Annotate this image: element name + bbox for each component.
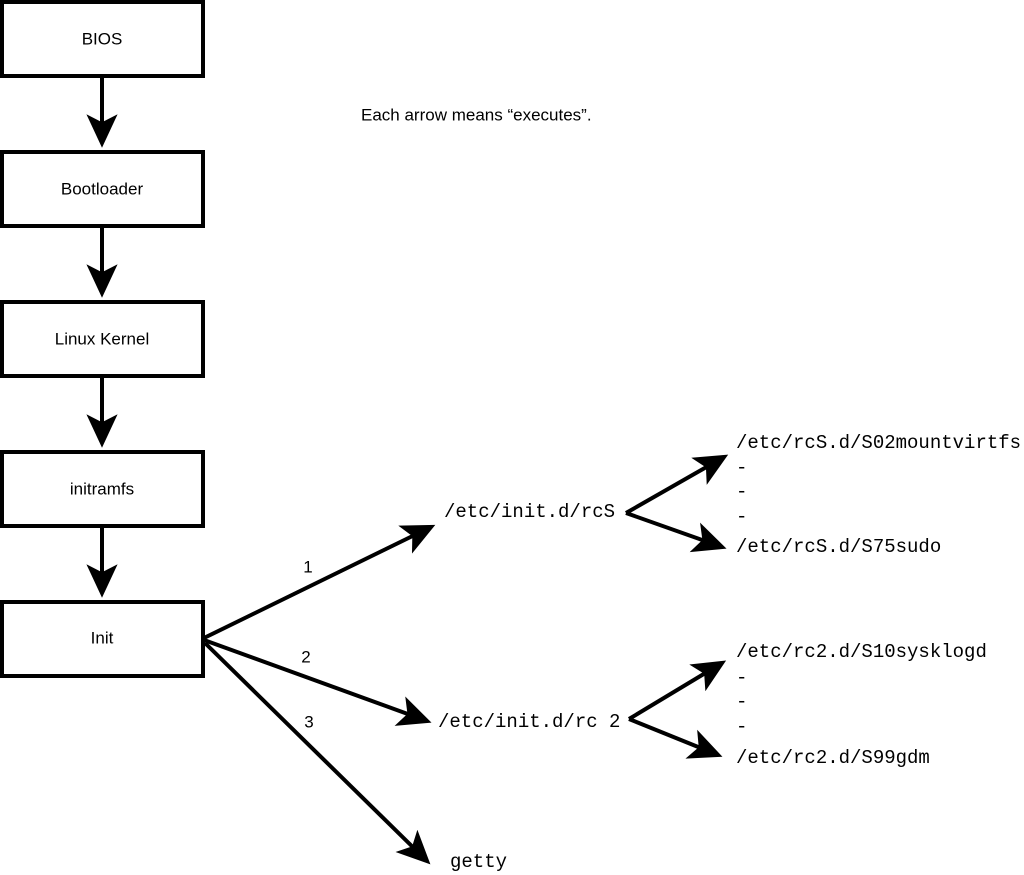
- node-rcs-script-label[interactable]: /etc/init.d/rcS: [444, 501, 615, 523]
- node-init[interactable]: Init: [0, 600, 205, 678]
- edge-number-2: 2: [301, 647, 310, 666]
- node-bios-rect: [0, 0, 205, 78]
- legend-note: Each arrow means “executes”.: [361, 105, 592, 124]
- rc2-ellipsis-dash-2: -: [736, 691, 747, 713]
- edge-init-to-getty: [203, 641, 431, 865]
- node-getty-label[interactable]: getty: [450, 851, 507, 873]
- node-linux-kernel-rect: [0, 300, 205, 378]
- script-rc2-first[interactable]: /etc/rc2.d/S10sysklogd: [736, 641, 987, 663]
- node-init-label: Init: [91, 628, 114, 647]
- rcs-ellipsis-dash-3: -: [736, 506, 747, 528]
- edge-init-to-rcs: [203, 524, 436, 640]
- node-bios[interactable]: BIOS: [0, 0, 205, 78]
- node-rc2-script-label[interactable]: /etc/init.d/rc 2: [438, 711, 620, 733]
- edge-rcs-to-first-script: [625, 454, 729, 515]
- node-initramfs-label: initramfs: [70, 479, 134, 498]
- edge-rc2-to-last-script: [628, 717, 723, 759]
- edge-rcs-to-last-script: [625, 511, 727, 553]
- rc2-ellipsis-dash-3: -: [736, 716, 747, 738]
- rcs-ellipsis-dash-1: -: [736, 457, 747, 479]
- rcs-ellipsis-dash-2: -: [736, 481, 747, 503]
- script-rcs-first[interactable]: /etc/rcS.d/S02mountvirtfs: [736, 432, 1021, 454]
- edge-number-1: 1: [303, 557, 312, 576]
- node-bootloader-label: Bootloader: [61, 179, 144, 198]
- edge-init-to-rc2: [203, 638, 432, 726]
- node-linux-kernel[interactable]: Linux Kernel: [0, 300, 205, 378]
- edge-number-3: 3: [304, 712, 313, 731]
- node-initramfs[interactable]: initramfs: [0, 450, 205, 528]
- script-rcs-last[interactable]: /etc/rcS.d/S75sudo: [736, 536, 941, 558]
- rc2-ellipsis-dash-1: -: [736, 667, 747, 689]
- script-rc2-last[interactable]: /etc/rc2.d/S99gdm: [736, 747, 930, 769]
- node-bios-label: BIOS: [82, 29, 123, 48]
- node-init-rect: [0, 600, 205, 678]
- node-bootloader[interactable]: Bootloader: [0, 150, 205, 228]
- node-bootloader-rect: [0, 150, 205, 228]
- node-linux-kernel-label: Linux Kernel: [55, 329, 150, 348]
- edge-rc2-to-first-script: [627, 660, 727, 721]
